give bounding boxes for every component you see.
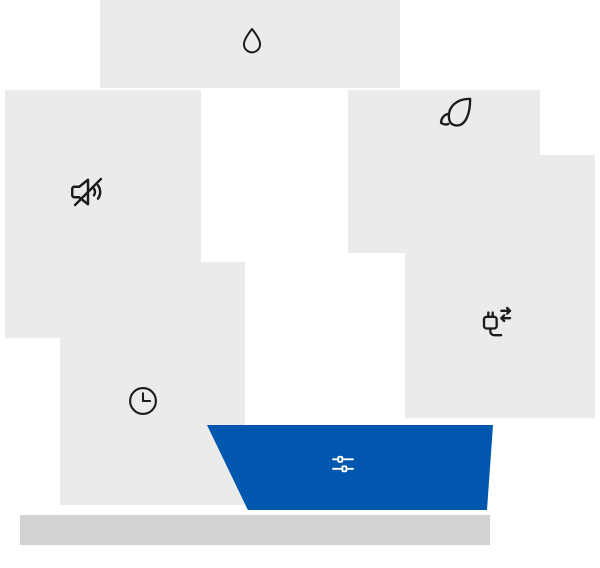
tile-power-source [405, 155, 595, 418]
tile-water [100, 0, 400, 88]
clock-icon [125, 383, 161, 419]
tile-timer [60, 262, 245, 505]
accent-trapezoid [207, 425, 493, 510]
sliders-icon [328, 449, 358, 479]
plug-swap-icon [477, 301, 517, 341]
water-drop-icon [235, 25, 269, 59]
leaf-icon [436, 93, 476, 133]
speaker-mute-icon [67, 171, 109, 213]
base-bar [20, 515, 490, 545]
